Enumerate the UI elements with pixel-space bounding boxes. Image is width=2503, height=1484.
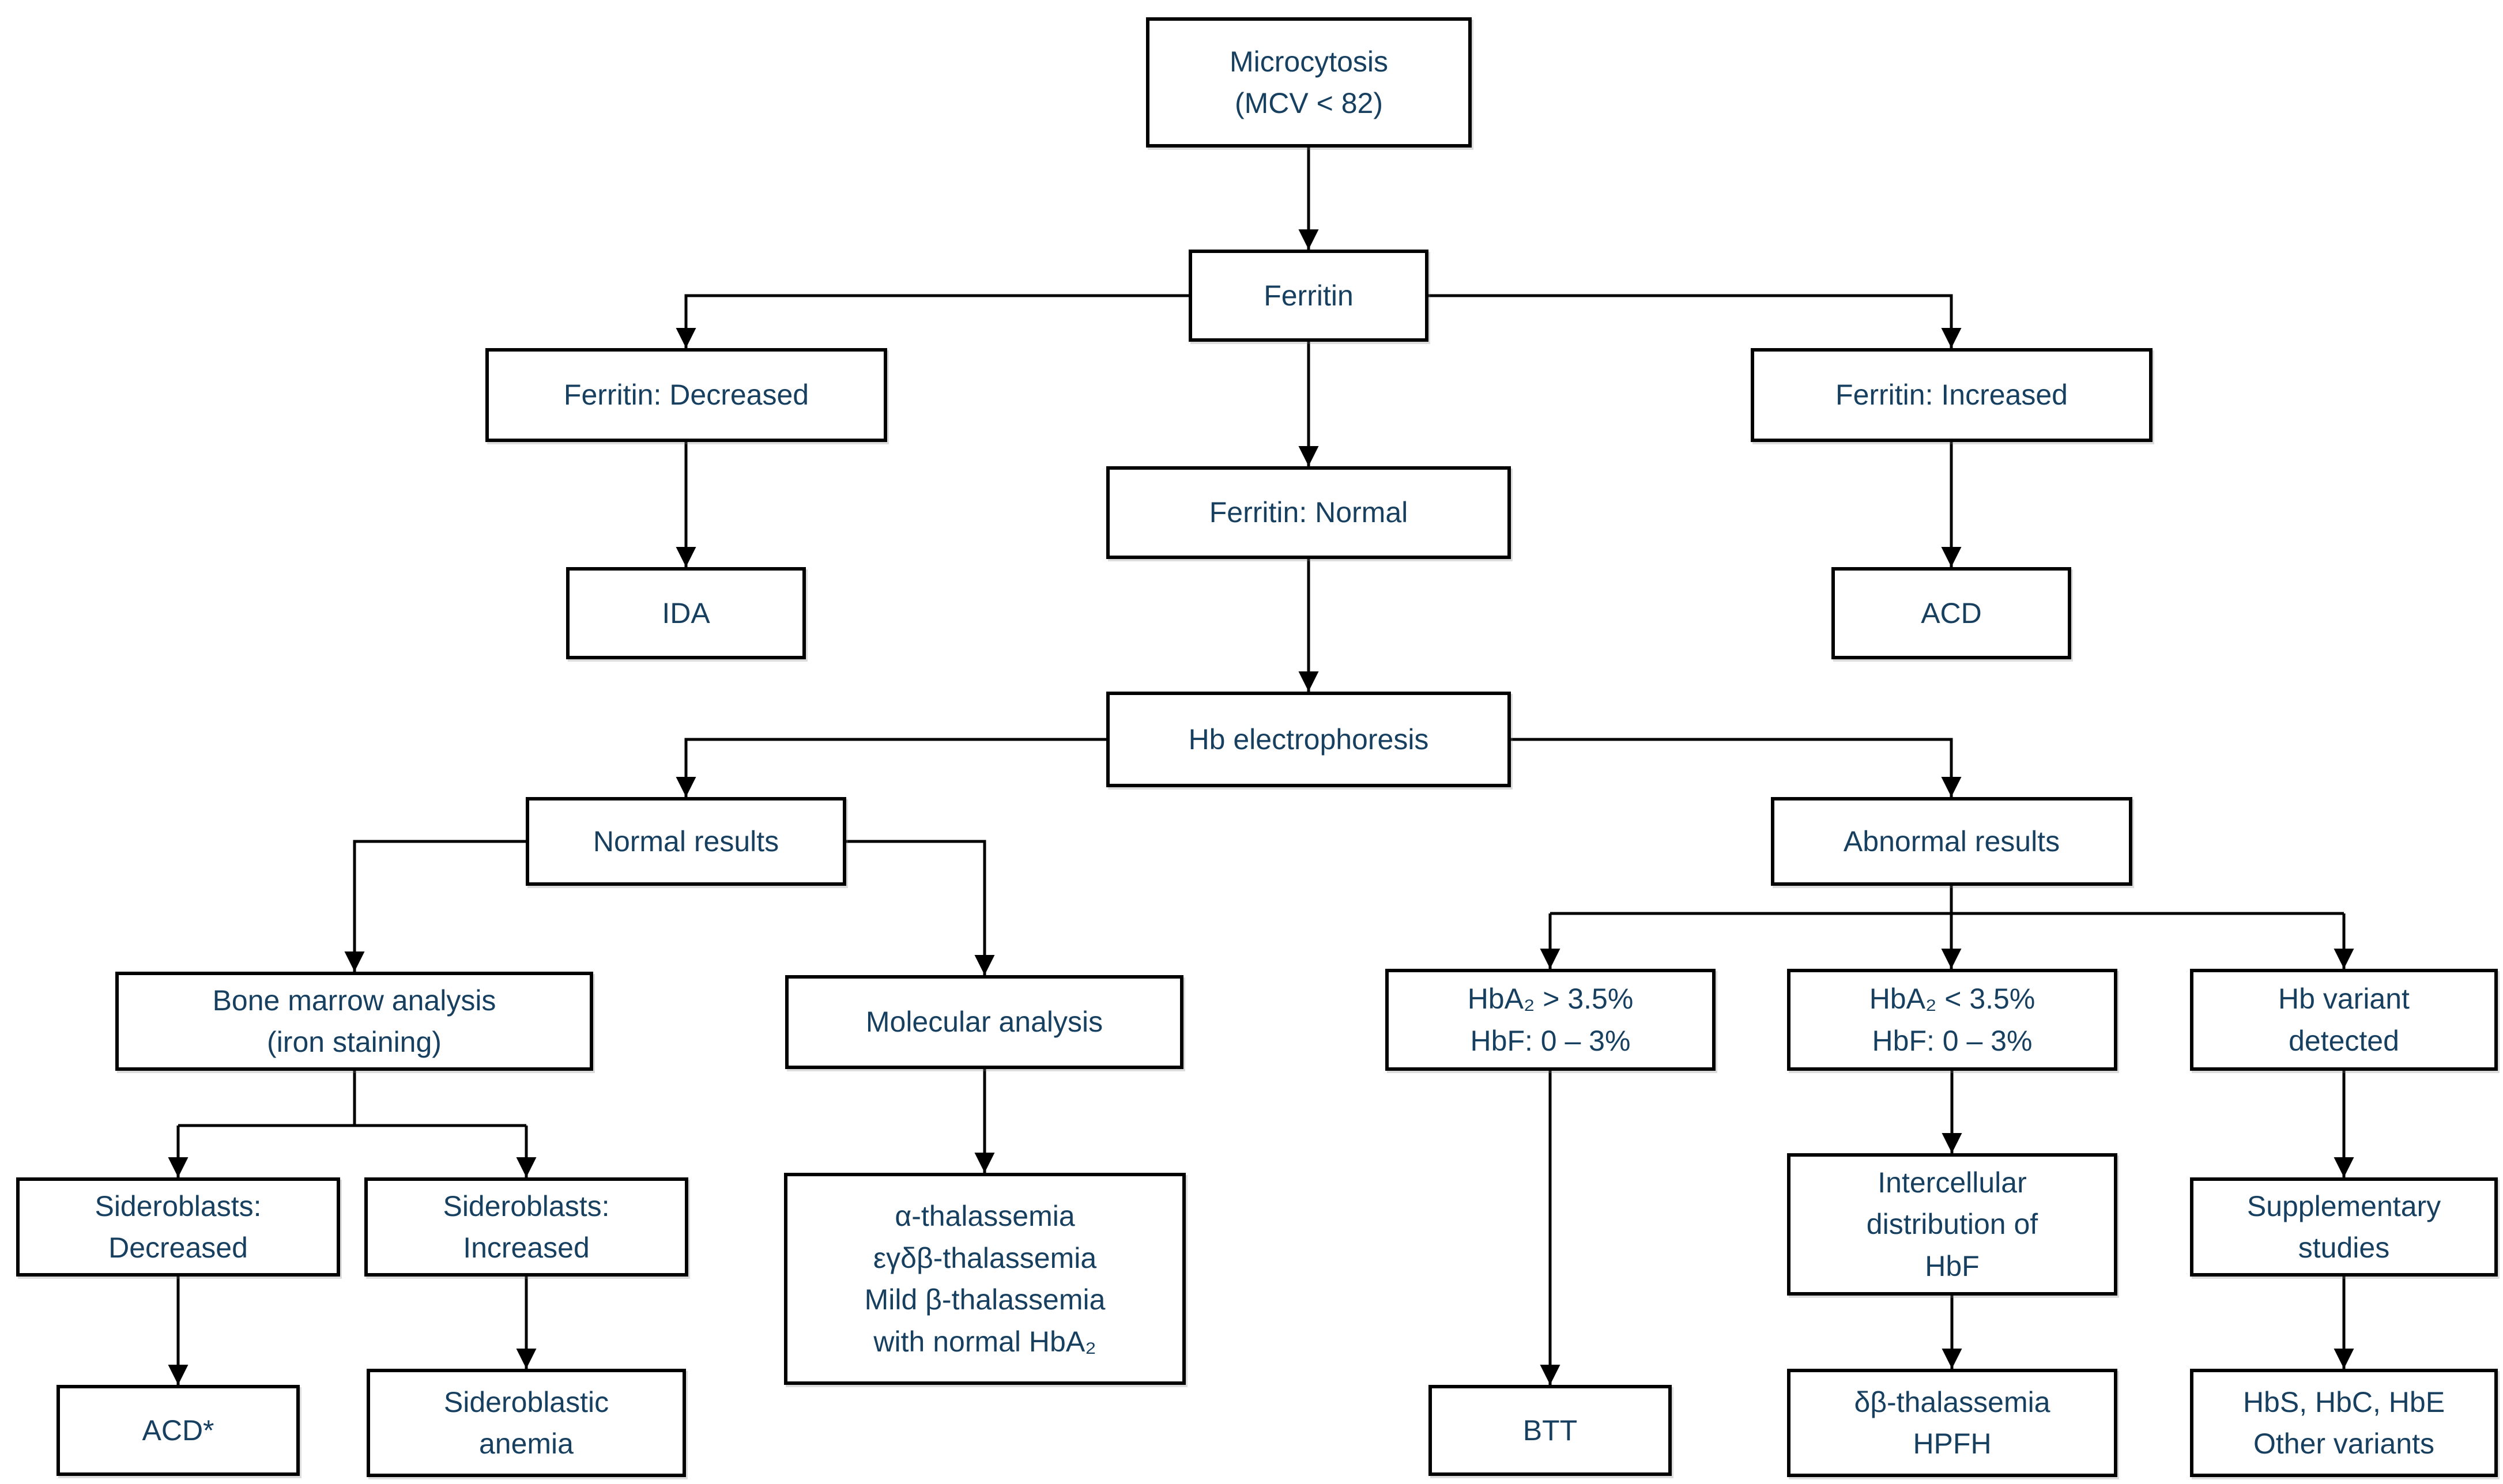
edge-normal-results-bone-marrow [344,840,526,972]
node-ida-label: IDA [662,596,710,629]
node-molecular-results-label: α-thalassemia εγδβ-thalassemia Mild β-th… [864,1200,1106,1358]
node-molecular-analysis-label: Molecular analysis [865,1006,1103,1039]
node-microcytosis-label: Microcytosis (MCV < 82) [1229,45,1389,120]
node-supplementary-studies-label: Supplementary studies [2246,1190,2441,1264]
node-ferritin-decreased: Ferritin: Decreased [485,348,887,442]
node-ferritin-decreased-label: Ferritin: Decreased [563,379,809,411]
node-sideroblasts-increased: Sideroblasts: Increased [364,1177,688,1277]
node-hba2-low: HbA₂ < 3.5% HbF: 0 – 3% [1787,969,2117,1071]
node-abnormal-results-label: Abnormal results [1843,825,2060,858]
node-sideroblasts-decreased-label: Sideroblasts: Decreased [95,1190,262,1264]
node-db-thalassemia-hpfh: δβ-thalassemia HPFH [1787,1369,2117,1477]
node-acd-label: ACD [1921,596,1982,629]
node-db-thalassemia-hpfh-label: δβ-thalassemia HPFH [1854,1385,2050,1460]
edge-hb-electrophoresis-normal-results [676,738,1106,797]
node-bone-marrow-analysis-label: Bone marrow analysis (iron staining) [212,984,496,1059]
node-ferritin-label: Ferritin [1264,279,1354,312]
node-molecular-analysis: Molecular analysis [785,975,1183,1069]
node-normal-results-label: Normal results [593,825,779,858]
node-hba2-high: HbA₂ > 3.5% HbF: 0 – 3% [1385,969,1716,1071]
node-sideroblasts-increased-label: Sideroblasts: Increased [443,1190,610,1264]
node-ferritin-increased-label: Ferritin: Increased [1835,379,2068,411]
node-hb-variant-detected-label: Hb variant detected [2278,983,2410,1057]
node-ferritin-normal-label: Ferritin: Normal [1209,496,1408,529]
node-supplementary-studies: Supplementary studies [2190,1177,2498,1277]
node-normal-results: Normal results [526,797,846,886]
node-abnormal-results: Abnormal results [1771,797,2132,886]
node-intercellular-distribution: Intercellular distribution of HbF [1787,1153,2117,1296]
edge-ferritin-ferritin-increased [1428,294,1962,348]
edge-normal-results-molecular-analysis [846,840,995,975]
edge-ferritin-ferritin-decreased [676,294,1189,348]
node-molecular-results: α-thalassemia εγδβ-thalassemia Mild β-th… [784,1173,1186,1385]
node-acd-star-label: ACD* [142,1414,214,1447]
node-acd: ACD [1831,567,2071,659]
node-hb-electrophoresis: Hb electrophoresis [1106,692,1511,787]
edge-hb-electrophoresis-abnormal-results [1511,738,1962,797]
node-ferritin: Ferritin [1189,250,1428,342]
node-microcytosis: Microcytosis (MCV < 82) [1146,17,1472,148]
node-sideroblastic-anemia: Sideroblastic anemia [367,1369,686,1477]
node-ferritin-increased: Ferritin: Increased [1751,348,2153,442]
node-sideroblasts-decreased: Sideroblasts: Decreased [16,1177,340,1277]
node-hba2-high-label: HbA₂ > 3.5% HbF: 0 – 3% [1467,983,1634,1057]
node-hb-electrophoresis-label: Hb electrophoresis [1188,723,1429,756]
node-ferritin-normal: Ferritin: Normal [1106,466,1511,559]
node-btt: BTT [1428,1385,1672,1476]
node-btt-label: BTT [1522,1414,1578,1447]
node-hbs-hbc-hbe-label: HbS, HbC, HbE Other variants [2242,1385,2445,1460]
node-hba2-low-label: HbA₂ < 3.5% HbF: 0 – 3% [1869,983,2035,1057]
node-bone-marrow-analysis: Bone marrow analysis (iron staining) [115,972,593,1071]
node-hbs-hbc-hbe: HbS, HbC, HbE Other variants [2190,1369,2498,1477]
node-sideroblastic-anemia-label: Sideroblastic anemia [443,1385,609,1460]
node-ida: IDA [566,567,806,659]
node-acd-star: ACD* [56,1385,300,1476]
node-hb-variant-detected: Hb variant detected [2190,969,2498,1071]
node-intercellular-distribution-label: Intercellular distribution of HbF [1866,1166,2038,1282]
